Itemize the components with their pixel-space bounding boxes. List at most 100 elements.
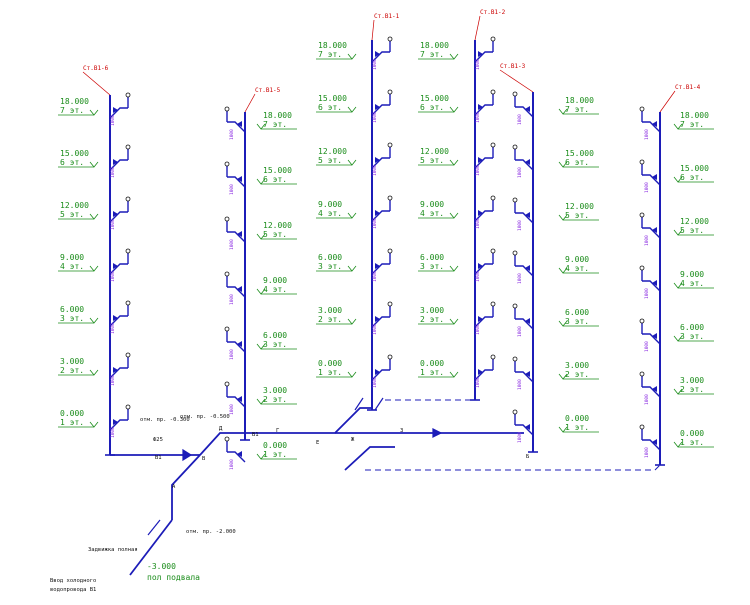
main-valve-5 <box>374 397 384 411</box>
level-marker <box>89 161 99 168</box>
level-marker <box>256 398 266 405</box>
level-floor: 1 эт. <box>318 368 342 377</box>
level-floor: 5 эт. <box>420 156 444 165</box>
dimension-tag: 1000 <box>372 271 378 282</box>
valve-icon <box>113 263 118 269</box>
level-marker <box>256 453 266 460</box>
level-marker <box>89 369 99 376</box>
fixture-branch <box>109 367 128 379</box>
note-inlet-line1: Ввод холодного <box>50 578 96 584</box>
level-floor: 7 эт. <box>263 120 287 129</box>
valve-icon <box>375 369 380 375</box>
fixture-branch <box>371 51 390 63</box>
node-label-b: Б <box>526 454 530 460</box>
level-marker <box>449 371 459 378</box>
valve-icon <box>237 451 242 457</box>
faucet-icon <box>125 404 131 410</box>
note-inlet-line2: водопровода В1 <box>50 587 96 593</box>
valve-icon <box>375 104 380 110</box>
node-label-v: В <box>202 456 206 462</box>
dimension-tag: 1000 <box>475 165 481 176</box>
level-elevation: 12.000 <box>318 147 347 156</box>
fixture-branch <box>642 280 661 292</box>
level-marker <box>347 159 357 166</box>
level-marker <box>449 212 459 219</box>
dimension-tag: 1000 <box>517 167 523 178</box>
dimension-tag: 1000 <box>110 323 116 334</box>
valve-icon <box>113 107 118 113</box>
level-elevation: 3.000 <box>318 306 342 315</box>
dimension-tag: 1000 <box>372 59 378 70</box>
dimension-tag: 1000 <box>372 377 378 388</box>
fixture-branch <box>474 369 493 381</box>
main-valve-4 <box>354 397 364 411</box>
faucet-icon <box>387 89 393 95</box>
valve-icon <box>525 265 530 271</box>
dimension-tag: 1000 <box>644 129 650 140</box>
dimension-tag: 1000 <box>229 459 235 470</box>
fixture-branch <box>642 439 661 451</box>
dimension-tag: 1000 <box>644 182 650 193</box>
level-floor: 6 эт. <box>318 103 342 112</box>
valve-icon <box>113 315 118 321</box>
level-marker <box>89 213 99 220</box>
level-floor: 4 эт. <box>318 209 342 218</box>
level-marker <box>256 288 266 295</box>
level-floor: 5 эт. <box>60 210 84 219</box>
level-marker <box>673 123 683 130</box>
dimension-tag: 1000 <box>372 112 378 123</box>
fixture-branch <box>371 157 390 169</box>
valve-icon <box>525 371 530 377</box>
faucet-icon <box>224 326 230 332</box>
faucet-icon <box>387 248 393 254</box>
level-elevation: 6.000 <box>318 253 342 262</box>
valve-icon <box>237 286 242 292</box>
main-label-b1-right: В1 <box>252 432 259 438</box>
valve-icon <box>478 157 483 163</box>
dimension-tag: 1000 <box>517 432 523 443</box>
fixture-branch <box>515 159 534 171</box>
valve-icon <box>525 424 530 430</box>
main-line-r5-to-r1 <box>245 407 372 434</box>
level-marker <box>89 317 99 324</box>
faucet-icon <box>224 381 230 387</box>
level-floor: 6 эт. <box>60 158 84 167</box>
basement-elevation: -3.000 <box>147 562 176 571</box>
level-floor: 7 эт. <box>565 105 589 114</box>
level-elevation: 12.000 <box>263 221 292 230</box>
dimension-tag: 1000 <box>475 218 481 229</box>
faucet-icon <box>125 144 131 150</box>
fixture-branch <box>515 106 534 118</box>
level-floor: 7 эт. <box>60 106 84 115</box>
valve-icon <box>375 316 380 322</box>
faucet-icon <box>639 212 645 218</box>
faucet-icon <box>224 216 230 222</box>
level-elevation: 9.000 <box>680 270 704 279</box>
valve-icon <box>237 396 242 402</box>
level-elevation: 18.000 <box>318 41 347 50</box>
valve-icon <box>375 263 380 269</box>
faucet-icon <box>512 356 518 362</box>
level-elevation: 12.000 <box>680 217 709 226</box>
valve-icon <box>652 227 657 233</box>
level-elevation: 3.000 <box>60 357 84 366</box>
level-elevation: 3.000 <box>420 306 444 315</box>
faucet-icon <box>224 271 230 277</box>
level-floor: 4 эт. <box>60 262 84 271</box>
level-elevation: 12.000 <box>565 202 594 211</box>
level-floor: 3 эт. <box>263 340 287 349</box>
level-floor: 1 эт. <box>680 438 704 447</box>
valve-icon <box>652 121 657 127</box>
faucet-icon <box>125 196 131 202</box>
faucet-icon <box>490 89 496 95</box>
level-elevation: 15.000 <box>680 164 709 173</box>
level-floor: 6 эт. <box>680 173 704 182</box>
level-marker <box>256 123 266 130</box>
hidden-line-lower <box>365 464 661 471</box>
fixture-branch <box>515 265 534 277</box>
level-floor: 1 эт. <box>263 450 287 459</box>
dimension-tag: 1000 <box>229 129 235 140</box>
